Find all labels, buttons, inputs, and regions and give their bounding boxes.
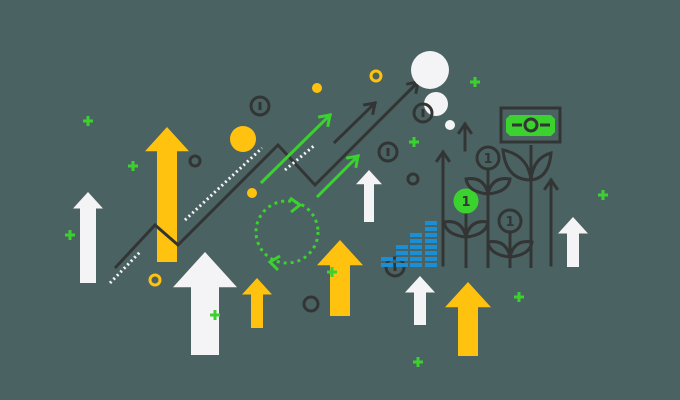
up-arrow-icon: [558, 217, 588, 267]
plus-icon: [409, 137, 419, 147]
trend-line: [113, 80, 420, 270]
stem-arrow-head: [434, 149, 452, 163]
up-arrow-icon: [73, 192, 103, 283]
bar-segment: [381, 257, 393, 261]
plus-icon: [598, 190, 608, 200]
banknote-coin: [523, 117, 539, 133]
bar-segment: [425, 245, 437, 249]
trend-arrow: [402, 79, 421, 98]
bar-segment: [425, 227, 437, 231]
bar-segment: [425, 239, 437, 243]
up-arrow-icon: [317, 240, 363, 316]
coin-icon: [249, 95, 271, 117]
dot: [411, 51, 449, 89]
cycle-arrowhead: [289, 196, 303, 214]
plus-icon: [514, 292, 524, 302]
up-arrow-icon: [173, 252, 237, 355]
stem-arrow-head: [542, 177, 560, 191]
dot: [247, 188, 257, 198]
ring: [188, 154, 202, 168]
cycle-arrowhead: [267, 254, 281, 272]
cycle-icon: [254, 199, 320, 265]
up-arrow-icon: [356, 170, 382, 222]
dot: [312, 83, 322, 93]
coin-label: 1: [483, 152, 492, 167]
bar-segment: [396, 251, 408, 255]
dot: [230, 126, 256, 152]
bar-segment: [396, 263, 408, 267]
dark-arrow-head: [362, 101, 377, 116]
bar-segment: [410, 245, 422, 249]
plus-icon: [470, 77, 480, 87]
bar-segment: [410, 239, 422, 243]
dashed-line: [108, 250, 142, 285]
bar-segment: [425, 257, 437, 261]
leaf-icon: [501, 148, 553, 182]
green-arrow: [315, 153, 361, 199]
coin-icon: [377, 141, 399, 163]
stem-arrow-head: [456, 121, 474, 135]
bar-segment: [396, 245, 408, 249]
bar-segment: [425, 251, 437, 255]
bar-segment: [425, 221, 437, 225]
bar-segment: [410, 251, 422, 255]
bar-segment: [425, 233, 437, 237]
ring: [406, 172, 420, 186]
dashed-line: [284, 143, 316, 172]
coin-icon: [412, 102, 434, 124]
coin-label: 1: [461, 195, 470, 210]
coin-icon: [475, 145, 501, 171]
green-arrow-head: [317, 113, 332, 128]
ring: [148, 273, 162, 287]
up-arrow-icon: [242, 278, 272, 328]
bar-segment: [425, 263, 437, 267]
bar-segment: [410, 257, 422, 261]
up-arrow-icon: [445, 282, 491, 356]
dark-arrow: [332, 100, 378, 145]
bar-segment: [410, 233, 422, 237]
up-arrow-icon: [145, 127, 189, 262]
plus-icon: [65, 230, 75, 240]
up-arrow-icon: [405, 276, 435, 325]
leaf-icon: [464, 177, 512, 196]
plus-icon: [327, 267, 337, 277]
banknote-frame: [499, 106, 562, 144]
dot: [445, 120, 455, 130]
plus-icon: [83, 116, 93, 126]
coin-icon: [453, 188, 479, 214]
green-arrow: [259, 112, 333, 185]
plus-icon: [210, 310, 220, 320]
plus-icon: [128, 161, 138, 171]
green-arrow-head: [345, 154, 360, 169]
bar-segment: [381, 263, 393, 267]
coin-icon: [497, 208, 523, 234]
bar-segment: [396, 257, 408, 261]
coin-label: 1: [505, 215, 514, 230]
ring: [302, 295, 320, 313]
bar-segment: [410, 263, 422, 267]
ring: [369, 69, 383, 83]
plus-icon: [413, 357, 423, 367]
